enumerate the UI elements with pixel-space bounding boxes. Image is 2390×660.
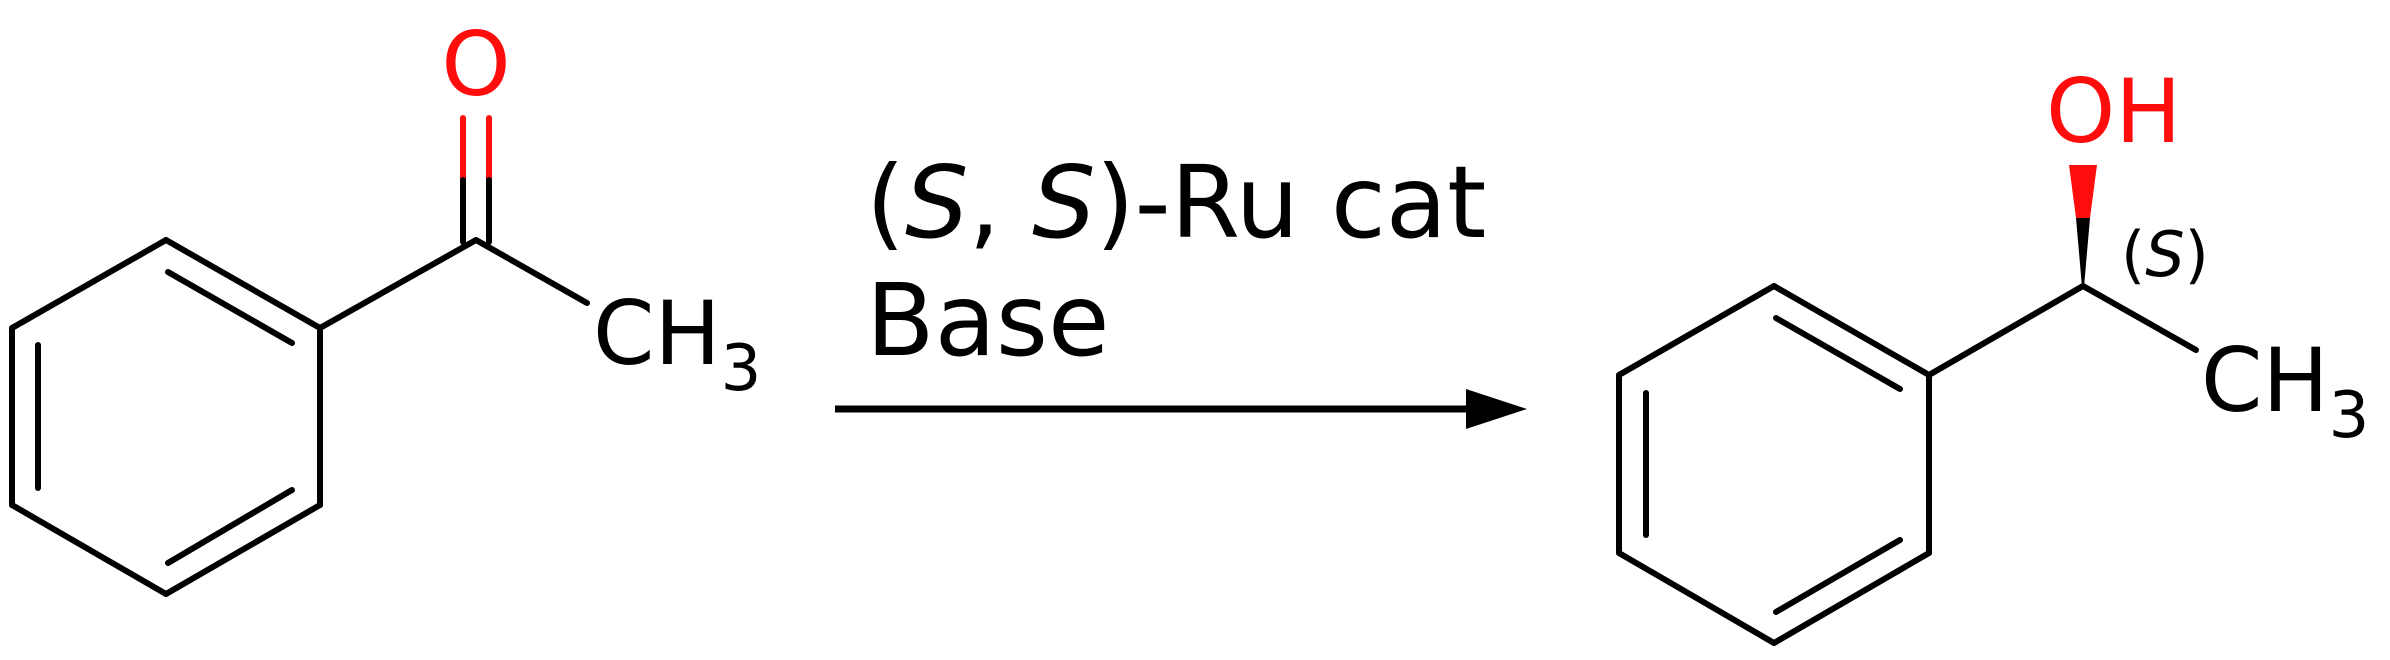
base-label: Base	[866, 262, 1110, 379]
reactant-methyl-bond	[473, 237, 590, 306]
reactant-benzene-ring	[9, 237, 323, 597]
product-wedge-bond	[2069, 165, 2097, 287]
reactant-ring-carbonyl-bond	[317, 237, 479, 331]
product-ring-carbinol-bond	[1926, 283, 2086, 378]
reactant-methyl-label: CH3	[593, 282, 761, 406]
reaction-arrow	[835, 389, 1527, 429]
product-hydroxyl-label: OH	[2046, 60, 2181, 163]
catalyst-label: (S, S)-Ru cat	[866, 144, 1486, 261]
product-methyl-label: CH3	[2201, 329, 2369, 453]
reactant-carbonyl-double-bond	[460, 115, 492, 245]
product-benzene-ring	[1616, 283, 1932, 646]
stereo-descriptor-label: (S)	[2121, 218, 2209, 291]
reaction-conditions: (S, S)-Ru cat Base	[866, 144, 1486, 379]
product-1-phenylethanol: OH (S) CH3	[1616, 60, 2369, 646]
product-methyl-bond	[2080, 283, 2199, 353]
reactant-acetophenone: O CH3	[9, 13, 761, 597]
reactant-oxygen-label: O	[441, 13, 510, 116]
